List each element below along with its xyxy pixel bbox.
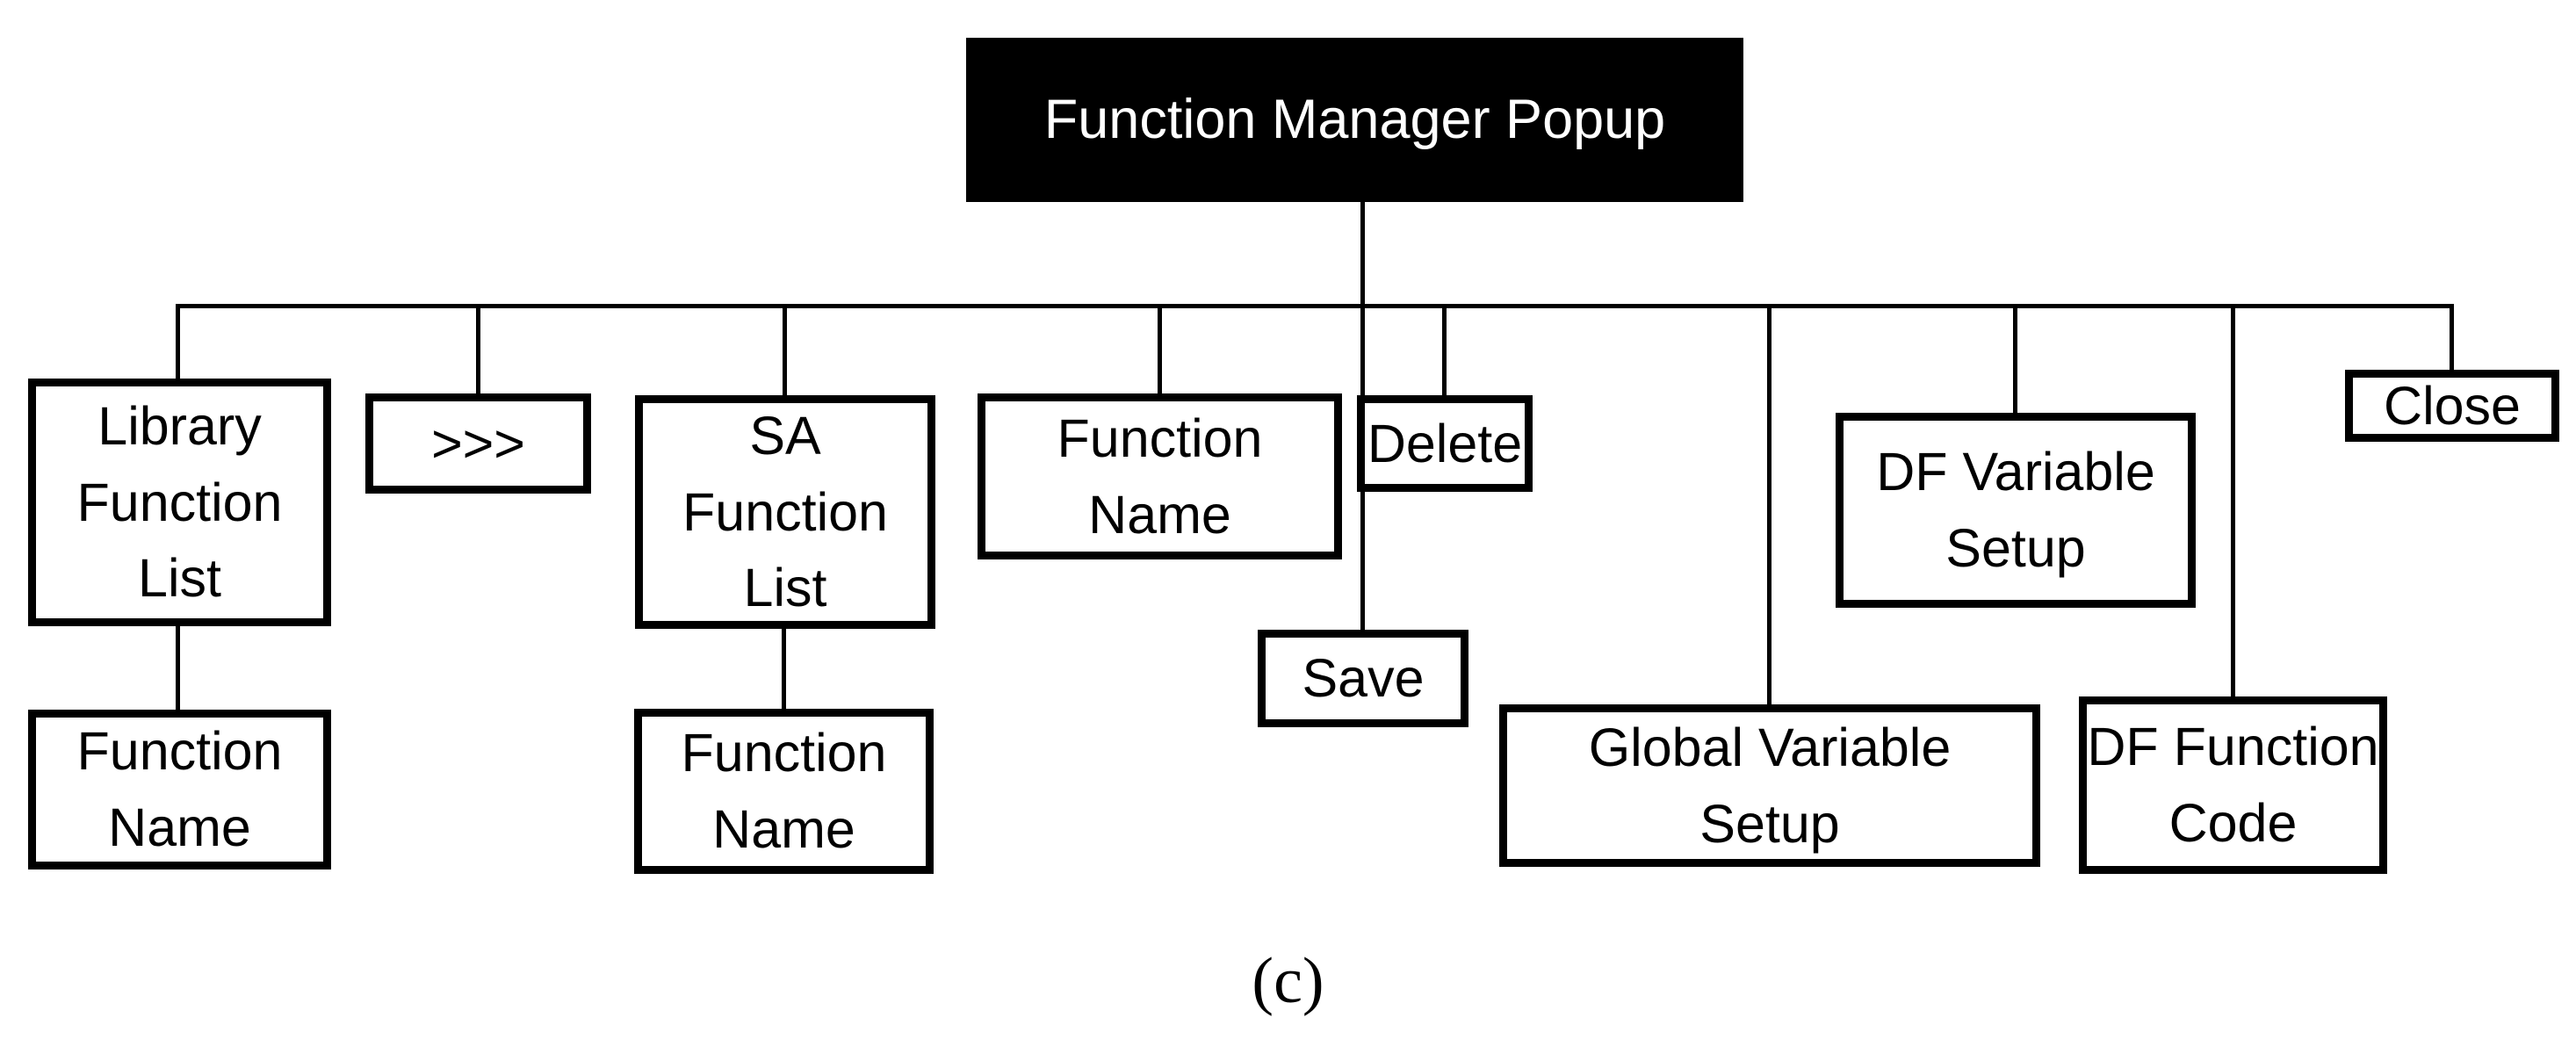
connector-rail-to-close (2450, 306, 2454, 372)
node-function-name-main: Function Name (978, 393, 1342, 559)
node-df-variable-setup: DF Variable Setup (1836, 413, 2196, 608)
connector-rail-to-library (176, 306, 180, 380)
node-function-name-library: Function Name (28, 710, 331, 869)
connector-rail-to-df-function-code (2231, 306, 2235, 698)
connector-rail-to-arrows (476, 306, 480, 395)
node-sa-function-list: SA Function List (635, 395, 935, 629)
node-forward-arrows: >>> (365, 393, 591, 494)
node-df-function-code: DF Function Code (2079, 696, 2387, 874)
node-global-variable-setup: Global Variable Setup (1499, 704, 2040, 867)
connector-rail-to-function-name (1158, 306, 1162, 395)
connector-rail-to-global-variable-setup (1767, 306, 1771, 706)
connector-sa-to-function-name (782, 629, 786, 711)
node-save: Save (1258, 630, 1468, 727)
node-close: Close (2345, 370, 2559, 442)
connector-rail-to-delete (1442, 306, 1447, 397)
connector-library-to-function-name (176, 626, 180, 711)
node-delete: Delete (1357, 395, 1533, 492)
connector-rail-to-df-variable-setup (2013, 306, 2017, 415)
node-function-name-sa: Function Name (634, 709, 934, 874)
connector-rail-to-sa (783, 306, 787, 397)
connector-main-rail (176, 304, 2454, 308)
node-function-manager-popup: Function Manager Popup (966, 38, 1743, 202)
node-library-function-list: Library Function List (28, 379, 331, 626)
figure-caption: (c) (1252, 945, 1324, 1017)
